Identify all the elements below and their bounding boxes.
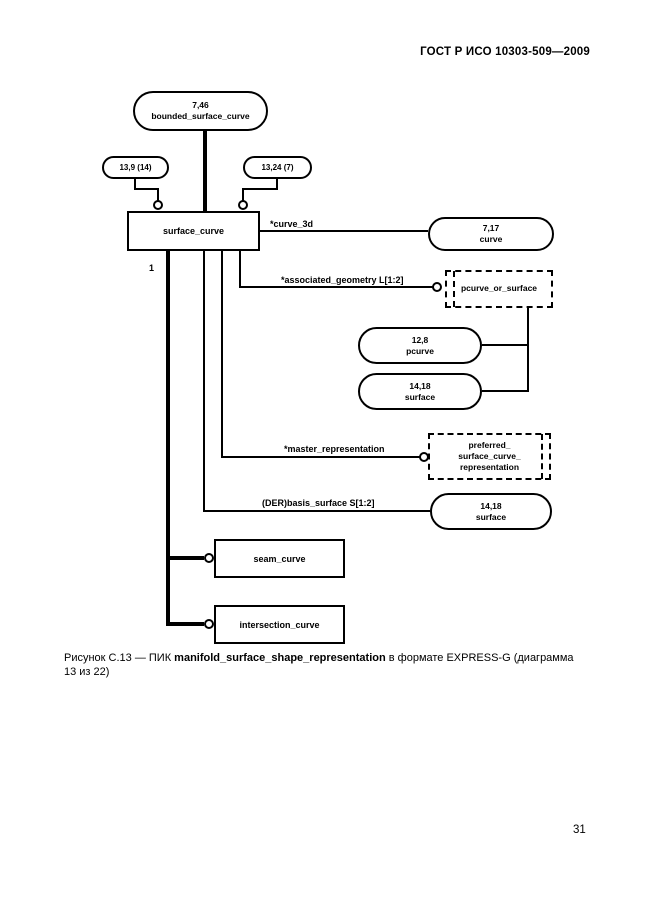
edge-label-associated-geometry: *associated_geometry L[1:2] xyxy=(281,275,404,285)
connector-line xyxy=(242,188,278,190)
connector-line xyxy=(221,251,223,458)
node-ref: 14,18 xyxy=(480,500,502,511)
connector-line-subtype xyxy=(166,251,170,626)
connector-line xyxy=(276,177,278,190)
connector-line-supertype-top xyxy=(203,129,207,212)
connector-line xyxy=(527,308,529,392)
node-label-line3: representation xyxy=(459,462,520,473)
figure-caption: Рисунок С.13 — ПИК manifold_surface_shap… xyxy=(64,651,584,680)
page-number: 31 xyxy=(573,824,586,836)
connector-line xyxy=(203,251,205,512)
node-surface-upper: 14,18 surface xyxy=(358,373,482,410)
node-surface-curve: surface_curve xyxy=(127,211,260,251)
enumeration-type-bar xyxy=(541,434,543,479)
node-label-line2: surface_curve_ xyxy=(458,450,521,461)
connector-line xyxy=(239,251,241,288)
node-label: surface xyxy=(404,391,436,402)
connector-line xyxy=(239,286,433,288)
caption-prefix: Рисунок С.13 — ПИК xyxy=(64,652,175,664)
caption-entity-name: manifold_surface_shape_representation xyxy=(174,652,386,664)
connector-line xyxy=(134,188,159,190)
node-pcurve-or-surface: pcurve_or_surface xyxy=(445,270,553,308)
document-header: ГОСТ Р ИСО 10303-509—2009 xyxy=(420,46,590,58)
edge-label-curve-3d: *curve_3d xyxy=(270,219,314,229)
node-pageref-13-24: 13,24 (7) xyxy=(243,156,312,179)
node-pcurve: 12,8 pcurve xyxy=(358,327,482,364)
connector-line xyxy=(242,188,244,201)
node-label: bounded_surface_curve xyxy=(151,111,250,121)
node-label: curve xyxy=(479,234,503,244)
node-bounded-surface-curve: 7,46 bounded_surface_curve xyxy=(133,91,268,131)
node-label: pcurve_or_surface xyxy=(460,283,538,294)
node-label: pcurve xyxy=(406,345,434,356)
connector-line-subtype xyxy=(166,622,204,626)
node-ref: 12,8 xyxy=(411,334,429,345)
connector-line xyxy=(221,456,420,458)
edge-label-cardinality: 1 xyxy=(149,263,155,273)
relation-circle xyxy=(432,282,442,292)
node-label-line1: preferred_ xyxy=(468,439,511,450)
node-ref: 14,18 xyxy=(409,380,431,391)
node-ref: 7,46 xyxy=(192,100,209,111)
node-label: seam_curve xyxy=(253,553,306,564)
node-pageref-13-9: 13,9 (14) xyxy=(102,156,169,179)
connector-line xyxy=(157,188,159,201)
node-seam-curve: seam_curve xyxy=(214,539,345,578)
node-label: surface xyxy=(475,511,507,522)
node-preferred-surface-curve-representation: preferred_ surface_curve_ representation xyxy=(428,433,551,480)
relation-circle xyxy=(153,200,163,210)
node-label: 13,9 (14) xyxy=(119,162,152,172)
connector-line xyxy=(482,390,529,392)
connector-line-curve-3d xyxy=(260,230,428,232)
node-ref: 7,17 xyxy=(482,223,500,234)
connector-line xyxy=(482,344,529,346)
relation-circle xyxy=(204,553,214,563)
node-intersection-curve: intersection_curve xyxy=(214,605,345,644)
node-label: surface_curve xyxy=(162,226,225,236)
edge-label-basis-surface: (DER)basis_surface S[1:2] xyxy=(262,498,375,508)
node-surface-lower: 14,18 surface xyxy=(430,493,552,530)
connector-line xyxy=(134,177,136,190)
connector-line xyxy=(203,510,430,512)
caption-suffix: в формате EXPRESS-G (диаграмма 13 из 22) xyxy=(64,652,574,679)
node-curve: 7,17 curve xyxy=(428,217,554,251)
node-label: intersection_curve xyxy=(239,619,320,630)
select-type-bar xyxy=(453,271,455,307)
relation-circle xyxy=(204,619,214,629)
node-label: 13,24 (7) xyxy=(261,162,294,172)
connector-line-subtype xyxy=(166,556,204,560)
relation-circle xyxy=(238,200,248,210)
edge-label-master-representation: *master_representation xyxy=(284,444,385,454)
